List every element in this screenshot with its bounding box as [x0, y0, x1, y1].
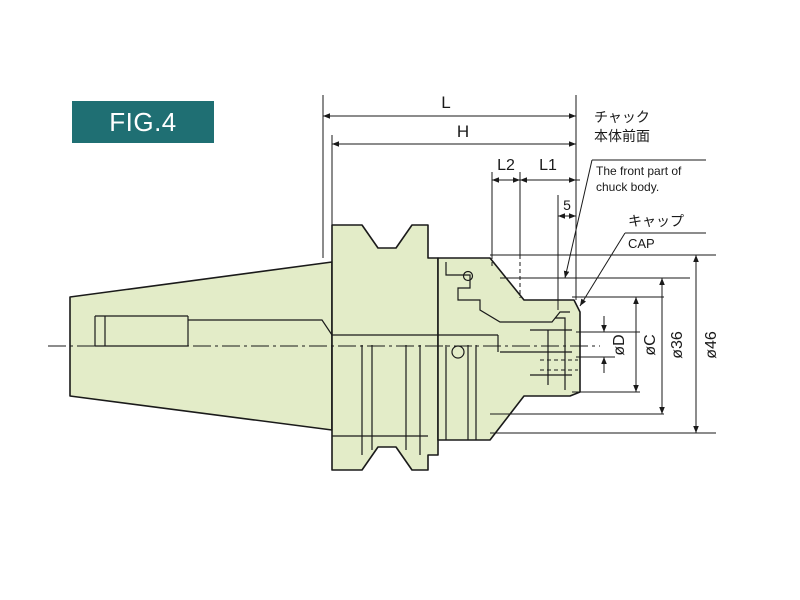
dim-46-label: ø46 — [703, 331, 720, 359]
hidden-lines — [491, 255, 578, 371]
dim-H-label: H — [457, 122, 469, 141]
dim-L-label: L — [441, 93, 450, 112]
dim-D-label: øD — [611, 334, 628, 355]
chuck-front-en-2: chuck body. — [596, 180, 659, 194]
cap-jp: キャップ — [628, 214, 684, 230]
dim-C-label: øC — [642, 334, 659, 355]
inner-details — [94, 262, 572, 455]
cap-en: CAP — [628, 236, 655, 251]
dim-L1-label: L1 — [539, 157, 557, 174]
dim-L2-label: L2 — [497, 157, 515, 174]
chuck-front-jp-1: チャック — [594, 110, 650, 126]
chuck-front-en-1: The front part of — [596, 164, 682, 178]
dim-36-label: ø36 — [669, 331, 686, 359]
chuck-body — [437, 257, 581, 441]
dim-5-label: 5 — [563, 197, 571, 213]
figure-label: FIG.4 — [72, 101, 214, 143]
dimensions — [322, 95, 716, 434]
flange — [331, 224, 439, 471]
chuck-front-jp-2: 本体前面 — [594, 128, 650, 145]
